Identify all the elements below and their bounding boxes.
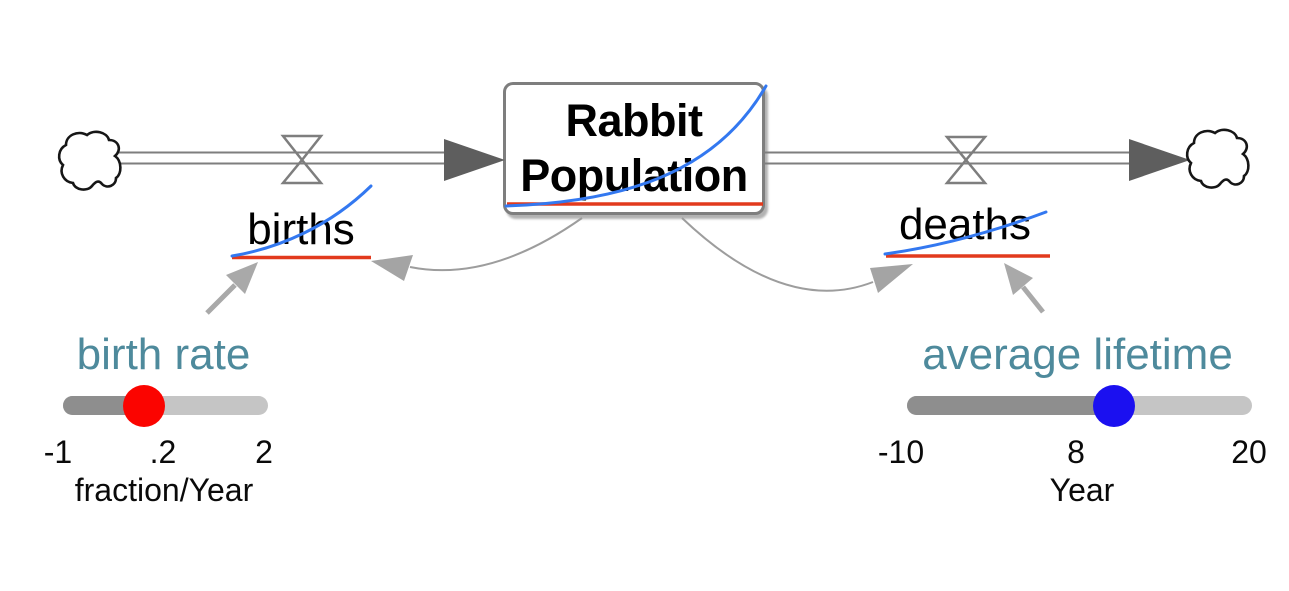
birth-rate-current-value: .2 (149, 434, 177, 470)
inflow-valve-icon (280, 134, 324, 185)
average-lifetime-max-tick: 20 (1231, 434, 1267, 470)
birth-rate-slider-track[interactable] (63, 384, 268, 427)
outflow-label-deaths: deaths (898, 200, 1032, 249)
inflow-label-births: births (247, 205, 355, 254)
outflow-pipe (764, 151, 1132, 165)
inflow-arrowhead-icon (444, 139, 505, 181)
average-lifetime-label: average lifetime (922, 330, 1233, 379)
birth-rate-max-tick: 2 (255, 434, 273, 470)
average-lifetime-slider-fill (907, 396, 1114, 415)
stock-rabbit-population: Rabbit Population (503, 82, 765, 215)
outflow-valve-icon (944, 135, 988, 185)
average-lifetime-slider-track[interactable] (907, 384, 1252, 427)
birth-rate-slider: birth rate -1 .2 2 fraction/Year (40, 328, 287, 518)
birth-rate-slider-knob[interactable] (123, 384, 165, 427)
link-population-to-deaths (681, 217, 913, 293)
birth-rate-min-tick: -1 (43, 434, 73, 470)
average-lifetime-min-tick: -10 (877, 434, 925, 470)
link-birth-rate-to-births (205, 262, 258, 315)
birth-rate-units: fraction/Year (74, 472, 254, 508)
stock-label: Rabbit Population (520, 94, 748, 201)
average-lifetime-units: Year (1049, 472, 1115, 508)
outflow-arrowhead-icon (1129, 139, 1190, 181)
link-average-lifetime-to-deaths (1004, 263, 1045, 314)
link-population-to-births (371, 217, 583, 281)
birth-rate-label: birth rate (76, 330, 251, 379)
inflow-pipe (100, 151, 446, 165)
sink-cloud-icon (1185, 128, 1250, 189)
average-lifetime-slider: average lifetime -10 8 20 Year (878, 328, 1267, 518)
average-lifetime-slider-knob[interactable] (1093, 384, 1135, 427)
average-lifetime-current-value: 8 (1067, 434, 1085, 470)
source-cloud-icon (57, 130, 122, 191)
